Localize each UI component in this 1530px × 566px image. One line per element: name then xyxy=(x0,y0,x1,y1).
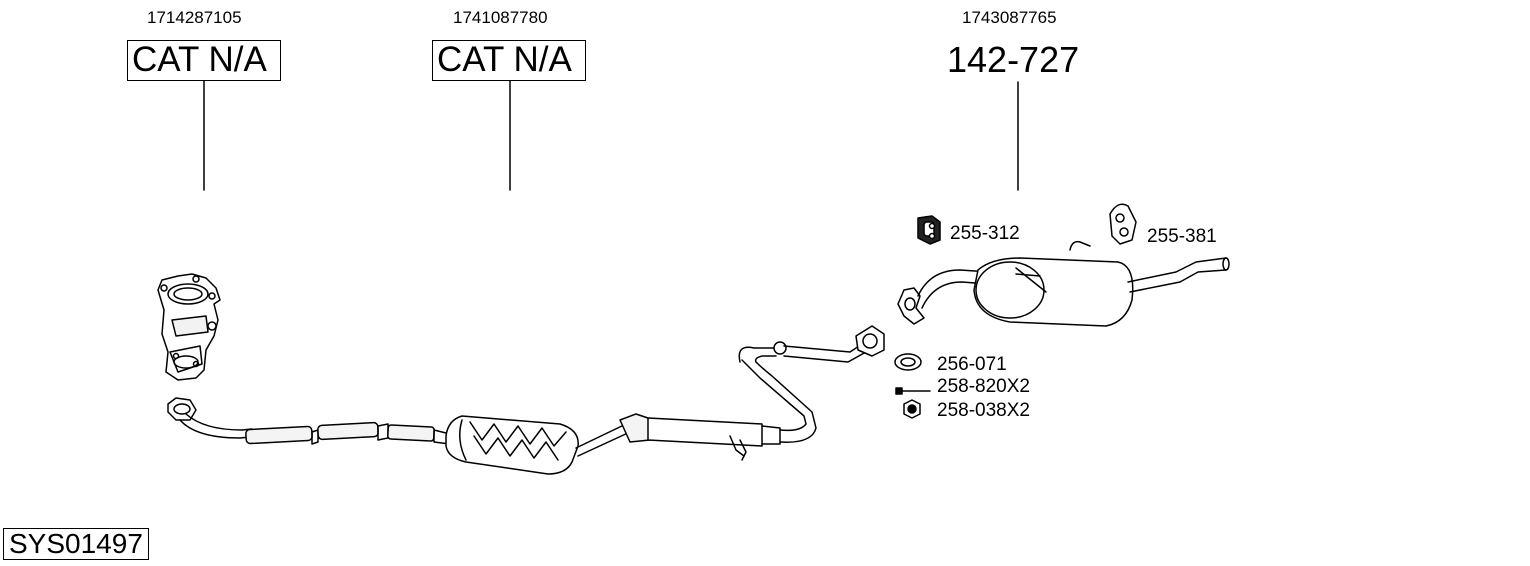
rubber-mount-icon xyxy=(917,215,941,245)
part-label-box[interactable]: CAT N/A xyxy=(127,40,281,81)
part-oem-number: 1714287105 xyxy=(147,8,242,27)
fitting-label[interactable]: 256-071 xyxy=(937,354,1007,375)
part-oem-number: 1743087765 xyxy=(962,8,1057,27)
catalytic-converter-icon xyxy=(157,273,221,381)
main-catalyst-icon xyxy=(445,415,579,475)
gasket-ring-icon xyxy=(894,353,922,371)
front-pipe-icon xyxy=(167,397,451,445)
part-number-label[interactable]: 142-727 xyxy=(947,39,1080,80)
middle-silencer-icon xyxy=(575,325,885,461)
fitting-label[interactable]: 258-038X2 xyxy=(937,400,1030,421)
part-oem-number: 1741087780 xyxy=(453,8,548,27)
bolt-icon xyxy=(895,387,931,395)
rubber-mount-icon xyxy=(1109,203,1137,245)
rear-silencer-icon xyxy=(897,240,1230,327)
fitting-label[interactable]: 255-381 xyxy=(1147,226,1217,247)
nut-icon xyxy=(903,399,921,419)
fitting-label[interactable]: 258-820X2 xyxy=(937,376,1030,397)
part-label-box[interactable]: CAT N/A xyxy=(432,40,586,81)
fitting-label[interactable]: 255-312 xyxy=(950,223,1020,244)
system-code-box: SYS01497 xyxy=(3,528,149,560)
